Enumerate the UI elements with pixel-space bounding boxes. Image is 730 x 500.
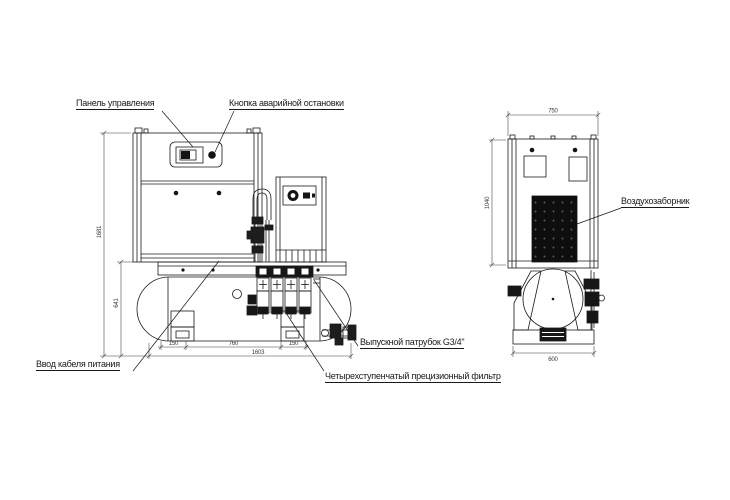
label-air-intake: Воздухозаборник: [621, 196, 690, 208]
leader-power-cable: [132, 260, 220, 372]
side-cabinet: [507, 134, 599, 269]
air-tank: [136, 276, 352, 342]
dryer-cabinet: [275, 176, 327, 263]
label-filter: Четырехступенчатый прецизионный фильтр: [325, 371, 501, 383]
tank-port: [232, 289, 242, 299]
dim-cabinet-height: 1040: [485, 196, 491, 209]
dim-foot-left: 150: [169, 341, 179, 347]
side-valve-assembly: [583, 270, 605, 330]
outlet-valve: [321, 323, 357, 346]
label-outlet-port: Выпускной патрубок G3/4": [360, 337, 465, 349]
dim-tank-length: 1603: [252, 350, 265, 356]
leader-filter: [285, 312, 325, 372]
air-intake-grille: [531, 195, 578, 263]
dim-side-width: 750: [548, 109, 558, 115]
vent-window-left: [523, 155, 547, 178]
side-left-fitting: [507, 285, 522, 297]
filter-bowls: [256, 290, 312, 319]
dim-foot-span: 760: [229, 341, 239, 347]
dim-tank-height: 641: [114, 297, 120, 307]
dim-base-width: 600: [548, 357, 558, 363]
tank-feet: [170, 310, 305, 342]
leader-lines: [132, 110, 622, 372]
control-panel: [169, 141, 223, 168]
base-frame: [157, 261, 347, 276]
dim-foot-right: 150: [289, 341, 299, 347]
side-dimensions: 750 1040 600: [485, 109, 601, 363]
leader-control-panel: [161, 110, 194, 148]
filter-assembly: [246, 265, 320, 319]
leader-outlet-port: [313, 279, 359, 347]
filter-heads: [256, 277, 312, 292]
leader-emergency-stop: [214, 110, 235, 153]
main-cabinet: [132, 127, 263, 263]
side-view: 750 1040 600: [485, 109, 605, 363]
label-emergency-stop: Кнопка аварийной остановки: [229, 98, 344, 110]
leader-air-intake: [576, 207, 622, 225]
front-view: 150 760 150 1603 1681 641: [97, 127, 357, 359]
front-dimensions: 150 760 150 1603 1681 641: [97, 130, 354, 359]
emergency-stop-button: [208, 151, 216, 159]
side-tank: [507, 268, 605, 345]
vent-window-right: [568, 156, 588, 182]
pressure-gauge: [287, 190, 299, 201]
pipe-assembly: [246, 188, 274, 262]
label-control-panel: Панель управления: [76, 98, 155, 110]
label-power-cable: Ввод кабеля питания: [36, 359, 120, 371]
dim-height-total: 1681: [97, 225, 103, 238]
